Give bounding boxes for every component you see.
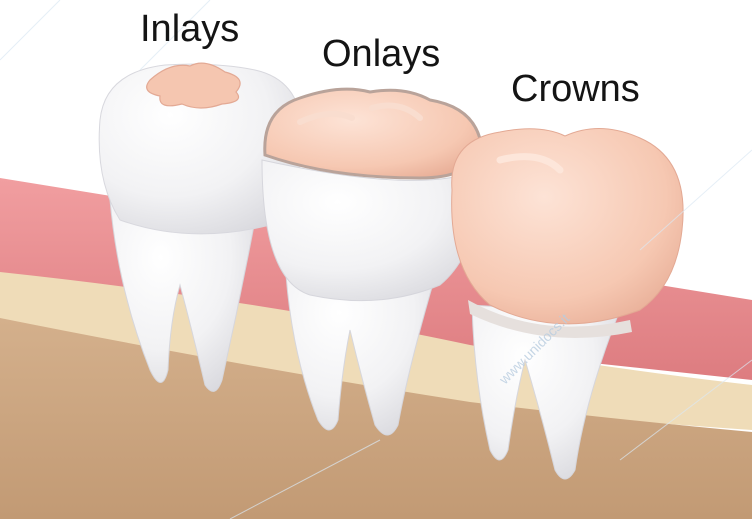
onlay-cap [265,89,482,178]
crowns-label: Crowns [511,70,640,108]
onlays-label: Onlays [322,35,440,73]
inlays-label: Inlays [140,10,239,48]
crown-cap [452,128,683,323]
